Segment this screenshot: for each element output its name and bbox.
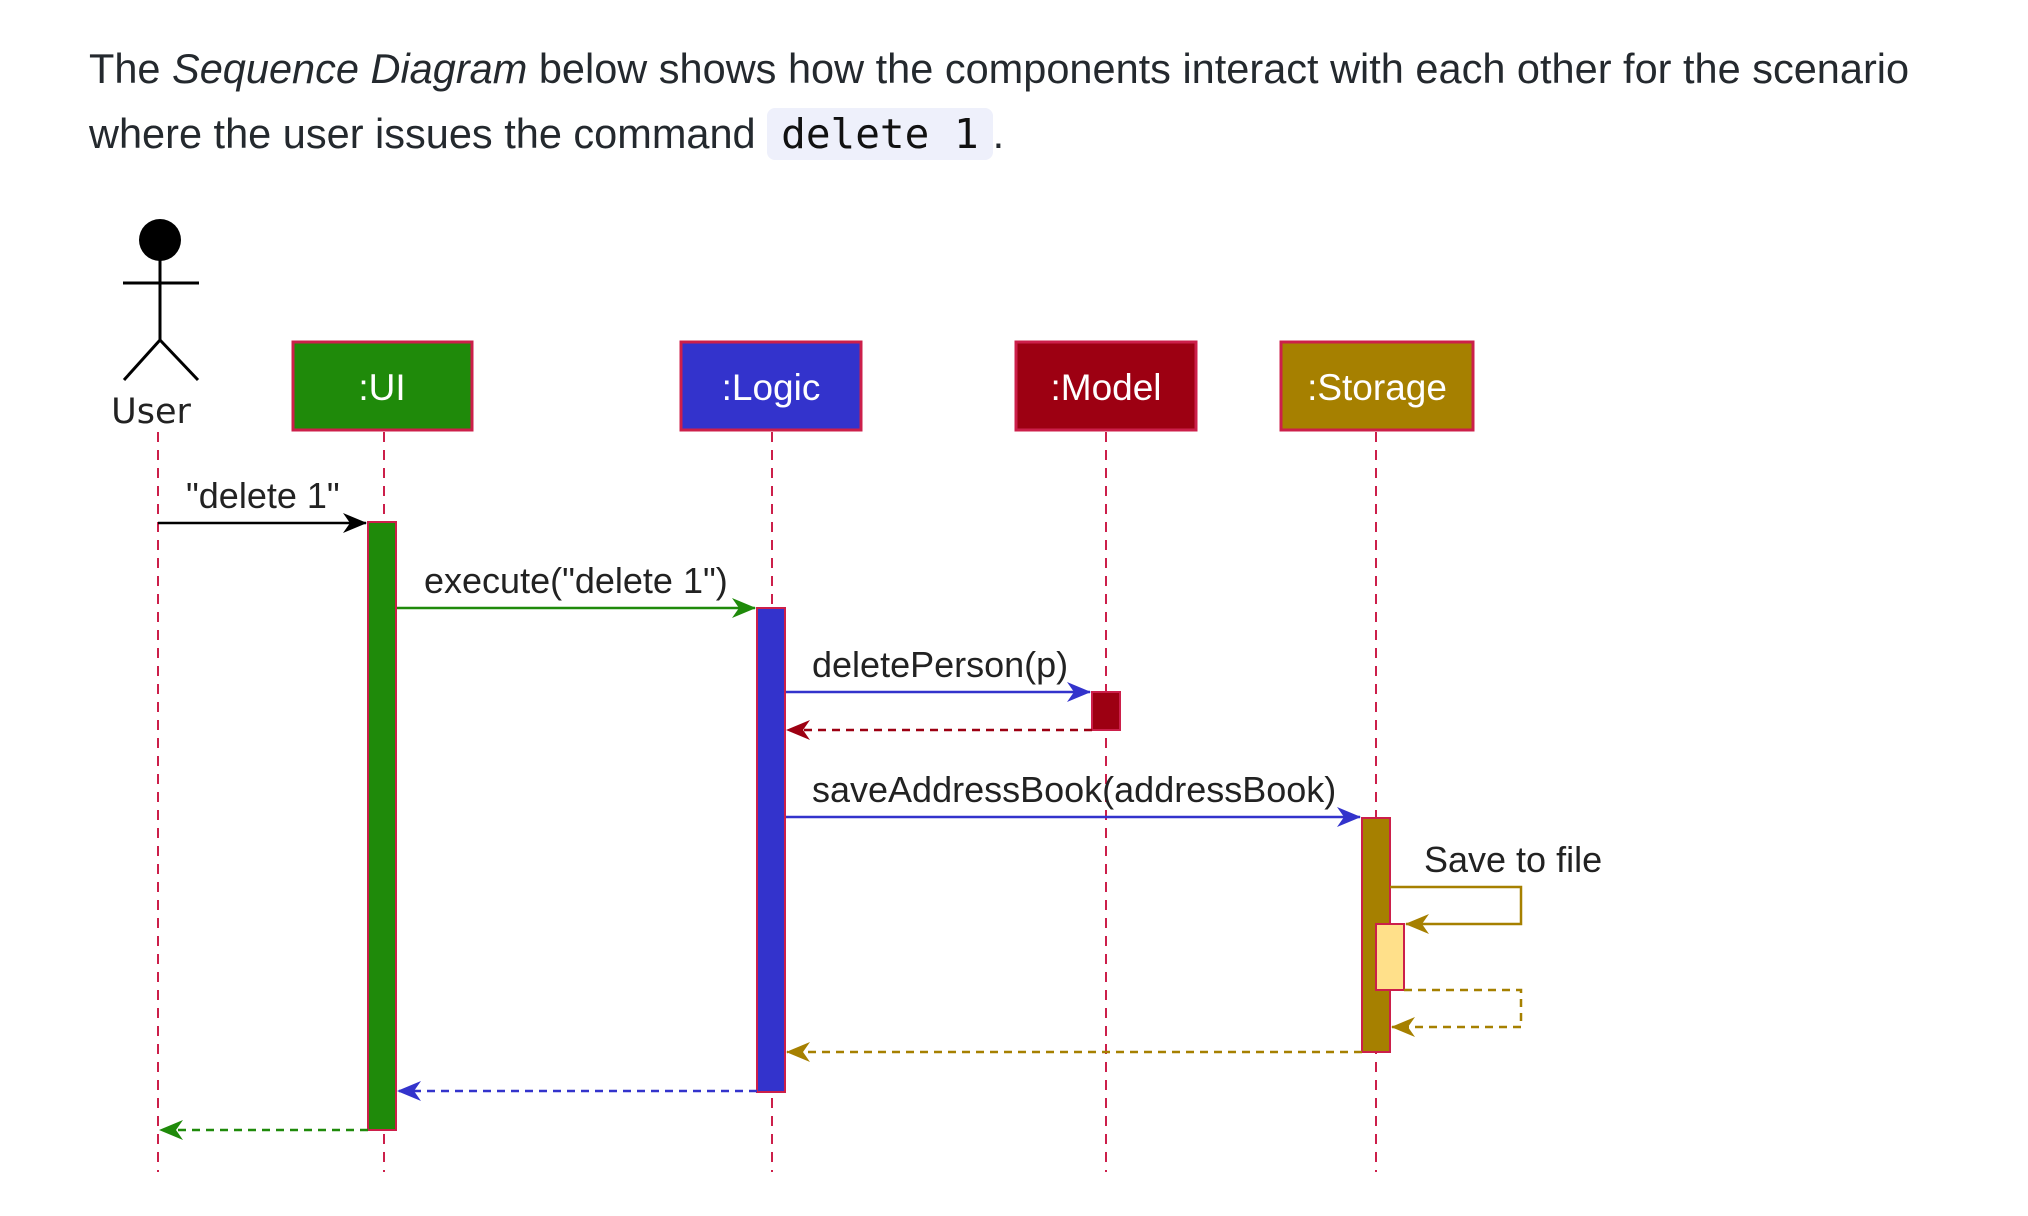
participant-model: :Model [1014, 340, 1198, 432]
participant-storage-label: :Storage [1307, 367, 1447, 408]
participant-ui-label: :UI [358, 367, 405, 408]
participant-logic: :Logic [679, 340, 863, 432]
activation-storage-inner [1375, 923, 1405, 991]
participant-model-label: :Model [1050, 367, 1161, 408]
participant-logic-label: :Logic [722, 367, 821, 408]
intro-paragraph: The Sequence Diagram below shows how the… [89, 36, 1969, 167]
actor-label: User [111, 392, 191, 432]
participant-logic-box [679, 340, 863, 432]
command-code: delete 1 [767, 108, 993, 160]
message-logic-to-model: deletePerson(p) [786, 644, 1091, 702]
intro-text-middle: below shows how the components interact … [89, 45, 1910, 157]
message-label-delete-person: deletePerson(p) [812, 644, 1068, 685]
participant-ui-box [291, 340, 474, 432]
message-label-execute: execute("delete 1") [424, 560, 728, 601]
participant-model-box [1014, 340, 1198, 432]
participant-ui: :UI [291, 340, 474, 432]
message-label-save-to-file: Save to file [1424, 839, 1602, 880]
self-message-save-to-file: Save to file [1390, 839, 1602, 934]
message-logic-to-storage: saveAddressBook(addressBook) [786, 769, 1361, 827]
activation-ui [367, 521, 397, 1131]
intro-text-start: The [89, 45, 173, 92]
activation-model [1091, 691, 1121, 731]
message-user-to-ui: "delete 1" [158, 475, 367, 533]
self-return-storage [1391, 988, 1523, 1037]
activation-logic [756, 607, 786, 1093]
participant-storage: :Storage [1279, 340, 1475, 432]
intro-emphasis: Sequence Diagram [172, 45, 528, 92]
message-label-save-address-book: saveAddressBook(addressBook) [812, 769, 1336, 810]
message-label-delete: "delete 1" [186, 475, 340, 516]
message-ui-to-logic: execute("delete 1") [397, 560, 756, 618]
actor-head [139, 219, 181, 261]
intro-text-end: . [992, 110, 1005, 157]
participant-storage-box [1279, 340, 1475, 432]
actor-user: User [111, 219, 200, 432]
